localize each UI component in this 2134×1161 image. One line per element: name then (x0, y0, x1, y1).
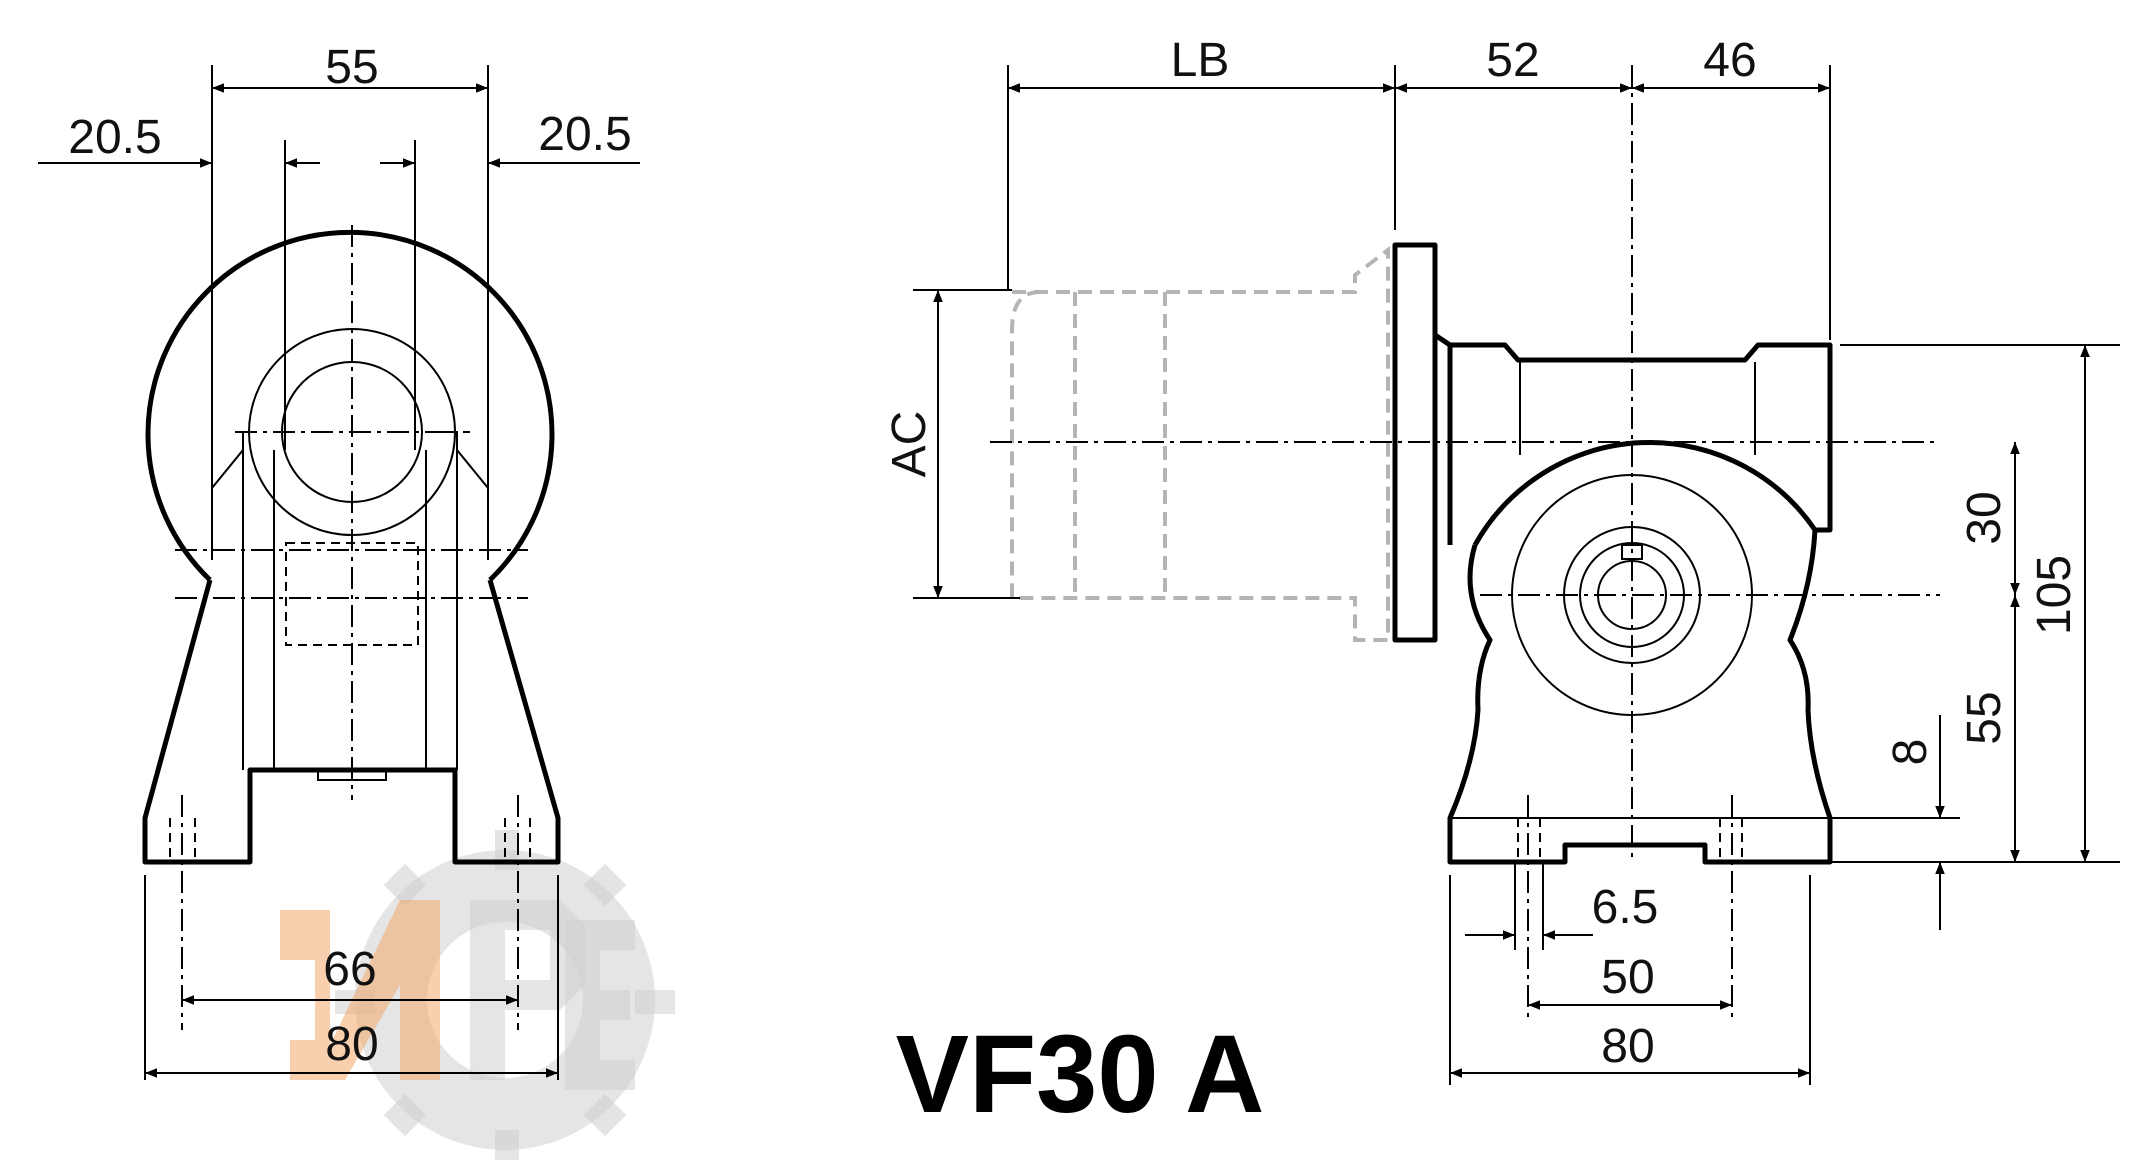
dim-right-55: 55 (1958, 691, 2011, 744)
dim-right-6-5: 6.5 (1592, 881, 1659, 934)
dim-left-20-5-right: 20.5 (538, 108, 631, 161)
dim-right-30: 30 (1958, 491, 2011, 544)
left-view (38, 65, 640, 1080)
dim-right-50: 50 (1601, 951, 1654, 1004)
dim-right-52: 52 (1486, 34, 1539, 87)
dim-left-20-5-left: 20.5 (68, 111, 161, 164)
dim-left-55: 55 (325, 41, 378, 94)
dim-right-lb: LB (1171, 34, 1230, 87)
dim-left-80: 80 (325, 1018, 378, 1071)
dim-right-ac: AC (883, 411, 936, 478)
right-view (913, 65, 2120, 1085)
dim-right-8: 8 (1884, 739, 1937, 766)
dim-right-105: 105 (2028, 555, 2081, 635)
dim-left-66: 66 (323, 943, 376, 996)
dim-right-80: 80 (1601, 1020, 1654, 1073)
model-title: VF30 A (896, 1013, 1265, 1136)
dim-right-46: 46 (1703, 34, 1756, 87)
